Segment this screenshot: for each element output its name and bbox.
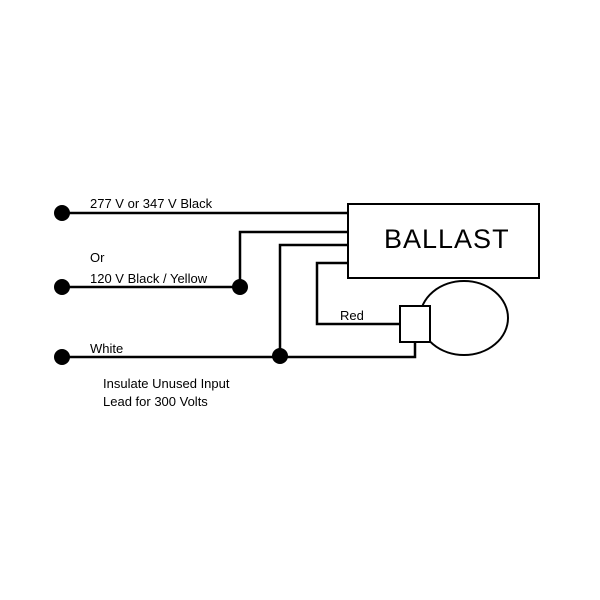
wire-ballast-common — [278, 243, 348, 356]
label-277-347: 277 V or 347 V Black — [90, 196, 213, 211]
wires — [62, 211, 417, 359]
lamp-icon — [399, 280, 509, 356]
note-line-1: Insulate Unused Input — [103, 376, 230, 391]
terminal-120 — [54, 279, 70, 295]
terminal-120-junction — [232, 279, 248, 295]
ballast-label: BALLAST — [384, 224, 510, 254]
terminals — [54, 205, 288, 365]
terminal-277-347 — [54, 205, 70, 221]
wire-white — [62, 343, 417, 359]
label-white: White — [90, 341, 123, 356]
wire-red — [315, 261, 400, 326]
label-or: Or — [90, 250, 105, 265]
white-junction — [272, 348, 288, 364]
note-line-2: Lead for 300 Volts — [103, 394, 208, 409]
lamp-bulb — [419, 280, 509, 356]
label-120: 120 V Black / Yellow — [90, 271, 208, 286]
ballast-box — [347, 203, 540, 279]
terminal-white — [54, 349, 70, 365]
label-red: Red — [340, 308, 364, 323]
lamp-socket — [399, 305, 431, 343]
wire-120-black-yellow — [62, 230, 348, 289]
